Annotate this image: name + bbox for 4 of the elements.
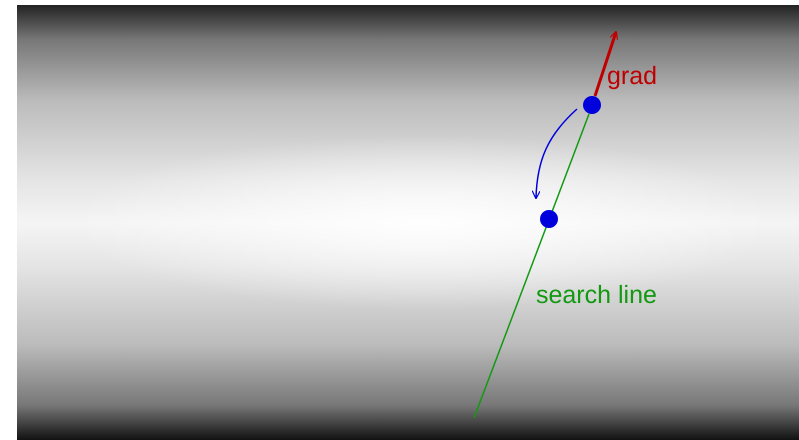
- line-label: search line: [536, 281, 657, 310]
- edge-label: grad: [607, 62, 658, 91]
- arrow: [594, 30, 618, 96]
- arrow: [532, 108, 578, 200]
